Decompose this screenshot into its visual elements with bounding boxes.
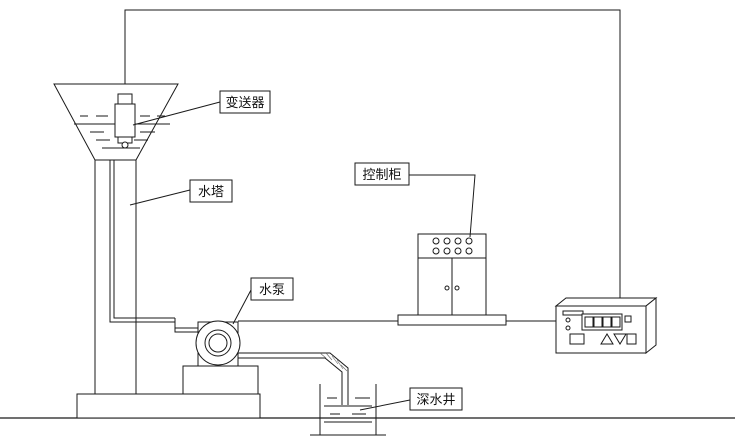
cabinet-plinth <box>397 314 507 326</box>
pump-outlet-pipe <box>238 352 349 405</box>
tower-base <box>76 393 261 419</box>
label-water-tower: 水塔 <box>198 185 224 200</box>
controller-button-set <box>569 333 585 345</box>
digital-controller <box>554 296 658 355</box>
signal-wire <box>124 9 621 300</box>
transmitter <box>114 93 221 149</box>
label-water-tower-box: 水塔 <box>189 179 233 203</box>
label-control-cabinet-box: 控制柜 <box>354 162 410 186</box>
cabinet-panel <box>417 233 487 259</box>
control-cabinet <box>397 174 507 326</box>
tower-column <box>94 159 137 395</box>
label-deep-well-box: 深水井 <box>409 387 463 411</box>
label-transmitter-box: 变送器 <box>219 90 271 114</box>
controller-button-up <box>600 333 614 345</box>
label-water-pump-box: 水泵 <box>250 277 294 301</box>
water-pump <box>182 320 349 405</box>
controller-button-down <box>613 333 627 345</box>
label-transmitter: 变送器 <box>225 95 264 111</box>
tower-to-pump-pipe <box>174 318 198 333</box>
deep-well <box>310 384 411 436</box>
label-water-pump: 水泵 <box>259 283 285 298</box>
label-control-cabinet: 控制柜 <box>362 168 401 183</box>
riser-pipe <box>109 160 175 323</box>
label-deep-well: 深水井 <box>416 393 455 408</box>
pump-base <box>182 365 259 395</box>
